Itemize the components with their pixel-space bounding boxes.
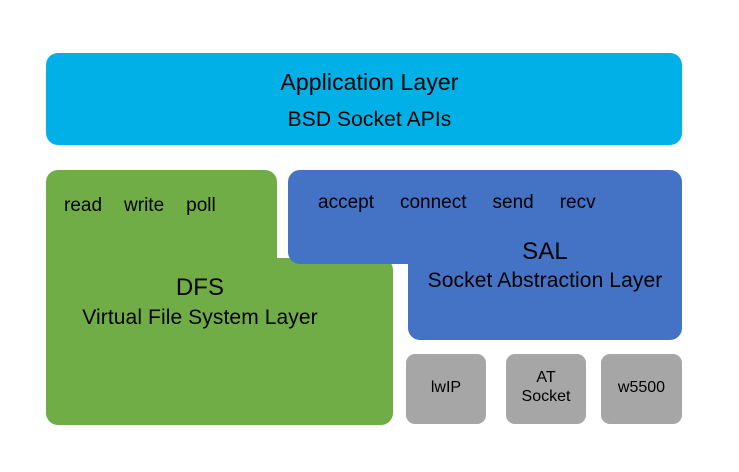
sal-function-recv: recv [559,192,596,213]
at-socket-box-label: AT Socket [506,368,586,406]
w5500-box-label: w5500 [601,378,682,397]
dfs-function-write: write [124,195,165,216]
dfs-layer-title: DFS [175,274,225,301]
application-layer-title: Application Layer [280,69,459,95]
sal-function-list: accept connect send recv [318,192,596,214]
at-socket-box-label-line1: AT [536,369,556,386]
dfs-layer-subtitle: Virtual File System Layer [82,306,318,329]
sal-function-send: send [492,192,534,213]
w5500-box-label-line1: w5500 [617,379,666,396]
sal-layer-title: SAL [522,238,568,265]
sal-layer-subtitle: Socket Abstraction Layer [427,269,663,292]
at-socket-box-label-line2: Socket [521,388,571,406]
sal-function-accept: accept [318,192,374,213]
lwip-box-label-line1: lwIP [430,379,462,396]
lwip-box-label: lwIP [406,378,486,397]
dfs-function-poll: poll [186,195,216,216]
dfs-function-list: read write poll [64,195,216,217]
sal-function-connect: connect [399,192,467,213]
dfs-function-read: read [64,195,103,216]
application-layer-subtitle: BSD Socket APIs [287,108,452,131]
